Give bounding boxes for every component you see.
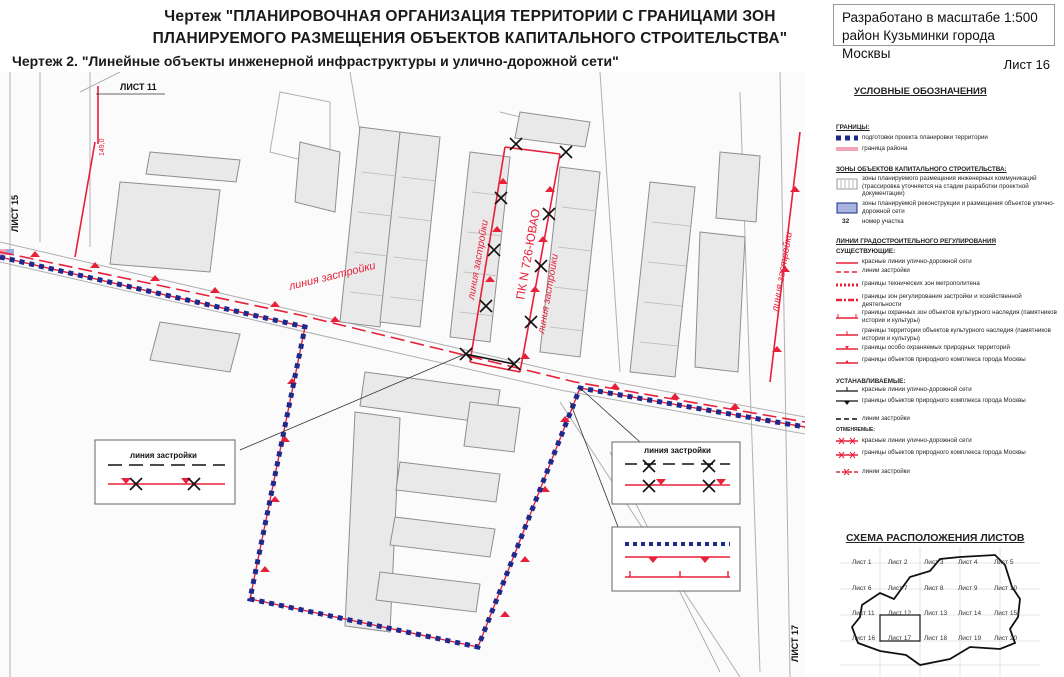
sheet-cell: Лист 5 bbox=[994, 559, 1014, 566]
legend-sub-existing: СУЩЕСТВУЮЩИЕ: bbox=[836, 248, 896, 255]
legend-plot-number: номер участка bbox=[862, 218, 904, 225]
legend-ex-red: красные линии улично-дорожной сети bbox=[862, 258, 972, 265]
legend-symbol-new-build bbox=[836, 418, 858, 420]
legend-sub-established: УСТАНАВЛИВАЕМЫЕ: bbox=[836, 378, 906, 385]
legend-symbol-ex-nature-prot bbox=[836, 346, 858, 350]
legend-ex-nature: границы объектов природного комплекса го… bbox=[862, 356, 1026, 363]
sheet-cell: Лист 16 bbox=[852, 635, 876, 642]
sheet-scheme-title: СХЕМА РАСПОЛОЖЕНИЯ ЛИСТОВ bbox=[846, 532, 1025, 544]
sheet-cell: Лист 17 bbox=[888, 635, 912, 642]
title-line-1: Чертеж "ПЛАНИРОВОЧНАЯ ОРГАНИЗАЦИЯ ТЕРРИТ… bbox=[164, 8, 776, 25]
sheet-15-label: ЛИСТ 15 bbox=[10, 195, 20, 232]
sheet-cell: Лист 3 bbox=[924, 559, 944, 566]
callout-leaders bbox=[239, 353, 641, 533]
sheet-cell: Лист 20 bbox=[994, 635, 1018, 642]
legend-symbol-ex-heritage bbox=[836, 331, 858, 336]
legend-title: УСЛОВНЫЕ ОБОЗНАЧЕНИЯ bbox=[854, 86, 987, 97]
legend-symbol-can-red bbox=[836, 437, 858, 445]
legend-zone-roads: зоны планируемой реконструкции и размеще… bbox=[862, 200, 1055, 215]
sheet-cell: Лист 1 bbox=[852, 559, 872, 566]
cancelled-x-markers bbox=[459, 137, 573, 371]
sheet-cell: Лист 19 bbox=[958, 635, 982, 642]
legend-plot-number-symbol: 32 bbox=[842, 218, 850, 225]
legend-symbol-ex-protect bbox=[836, 314, 858, 319]
sheet-11-label: ЛИСТ 11 bbox=[120, 82, 157, 92]
legend-ex-nature-prot: границы особо охраняемых природных терри… bbox=[862, 344, 1010, 351]
sheet-cell: Лист 4 bbox=[958, 559, 978, 566]
legend-sub-cancelled: ОТМЕНЯЕМЫЕ: bbox=[836, 427, 876, 433]
legend-border-project: подготовки проекта планировки территории bbox=[862, 134, 988, 141]
legend-ex-heritage: границы территории объектов культурного … bbox=[862, 327, 1051, 342]
legend-symbol-ex-nature bbox=[836, 360, 858, 364]
legend-section-lines: ЛИНИИ ГРАДОСТРОИТЕЛЬНОГО РЕГУЛИРОВАНИЯ bbox=[836, 238, 997, 245]
legend-panel: УСЛОВНЫЕ ОБОЗНАЧЕНИЯ ГРАНИЦЫ: подготовки… bbox=[808, 72, 1064, 677]
legend-symbol-can-nature bbox=[836, 451, 858, 459]
legend-symbol-can-build bbox=[836, 468, 858, 476]
building-stripes bbox=[349, 171, 691, 347]
scale-box: Разработано в масштабе 1:500 район Кузьм… bbox=[833, 4, 1055, 61]
district-text: район Кузьминки города Москвы bbox=[842, 28, 995, 61]
legend-ex-metro: границы технических зон метрополитена bbox=[862, 280, 980, 287]
scale-text: Разработано в масштабе 1:500 bbox=[842, 10, 1038, 25]
sheet-cell: Лист 11 bbox=[852, 610, 875, 617]
sheet-cell: Лист 9 bbox=[958, 585, 978, 592]
legend-symbol-new-red bbox=[836, 387, 858, 392]
legend-section-zones: ЗОНЫ ОБЪЕКТОВ КАПИТАЛЬНОГО СТРОИТЕЛЬСТВА… bbox=[836, 166, 1007, 173]
legend-symbol-district bbox=[836, 147, 858, 151]
sheet-cell: Лист 8 bbox=[924, 585, 944, 592]
legend-new-nature: границы объектов природного комплекса го… bbox=[862, 397, 1026, 404]
legend-symbol-ex-build bbox=[836, 271, 858, 273]
subtitle: Чертеж 2. "Линейные объекты инженерной и… bbox=[12, 53, 619, 69]
callout-2-title: линия застройки bbox=[644, 446, 711, 455]
legend-can-build: линии застройки bbox=[862, 468, 910, 475]
sheet-cell: Лист 12 bbox=[888, 610, 912, 617]
legend-symbol-project-border bbox=[836, 135, 858, 141]
dimension-label: 149,0 bbox=[99, 138, 106, 156]
sheet-cell: Лист 2 bbox=[888, 559, 908, 566]
red-triangle-markers bbox=[30, 178, 800, 617]
sheet-cell: Лист 10 bbox=[994, 585, 1018, 592]
sheet-cell: Лист 6 bbox=[852, 585, 872, 592]
buildings bbox=[109, 111, 761, 633]
legend-zone-utilities: зоны планируемого размещения инженерных … bbox=[862, 175, 1037, 197]
legend-new-build: линии застройки bbox=[862, 415, 910, 422]
callout-build-line-right bbox=[611, 441, 741, 505]
legend-new-red: красные линии улично-дорожной сети bbox=[862, 386, 972, 393]
legend-section-borders: ГРАНИЦЫ: bbox=[836, 124, 870, 131]
legend-symbol-roads bbox=[836, 202, 858, 214]
street-lines bbox=[0, 72, 805, 677]
current-sheet-highlight bbox=[879, 614, 921, 642]
sheet-cell: Лист 7 bbox=[888, 585, 908, 592]
sheet-scheme-grid bbox=[840, 547, 1040, 677]
title-line-2: ПЛАНИРУЕМОГО РАЗМЕЩЕНИЯ ОБЪЕКТОВ КАПИТАЛ… bbox=[152, 30, 788, 47]
callout-boundary-legend bbox=[611, 526, 741, 592]
sheet-17-label: ЛИСТ 17 bbox=[790, 625, 800, 662]
callout-build-line-left bbox=[94, 439, 236, 505]
legend-can-red: красные линии улично-дорожной сети bbox=[862, 437, 972, 444]
map-canvas: ЛИСТ 11 ЛИСТ 15 ЛИСТ 17 149,0 линия заст… bbox=[0, 72, 805, 677]
callout-1-title: линия застройки bbox=[130, 451, 197, 460]
legend-symbol-utilities bbox=[836, 178, 858, 190]
legend-symbol-ex-metro bbox=[836, 283, 858, 287]
legend-symbol-ex-red bbox=[836, 262, 858, 264]
sheet-cell: Лист 18 bbox=[924, 635, 948, 642]
sheet-cell: Лист 13 bbox=[924, 610, 948, 617]
sheet-cell: Лист 15 bbox=[994, 610, 1018, 617]
legend-symbol-new-nature bbox=[836, 400, 858, 405]
district-outline bbox=[850, 554, 1021, 666]
legend-symbol-ex-zones bbox=[836, 298, 858, 302]
legend-can-nature: границы объектов природного комплекса го… bbox=[862, 449, 1026, 456]
district-marker bbox=[6, 249, 14, 255]
sheet-number: Лист 16 bbox=[1003, 57, 1050, 72]
legend-border-district: граница района bbox=[862, 145, 908, 152]
project-boundary bbox=[0, 254, 805, 650]
legend-ex-protect: границы охранных зон объектов культурног… bbox=[862, 309, 1057, 324]
legend-ex-zones: границы зон регулирования застройки и хо… bbox=[862, 293, 1022, 308]
legend-ex-build: линии застройки bbox=[862, 267, 910, 274]
cancelled-segment bbox=[464, 353, 515, 365]
sheet-cell: Лист 14 bbox=[958, 610, 982, 617]
